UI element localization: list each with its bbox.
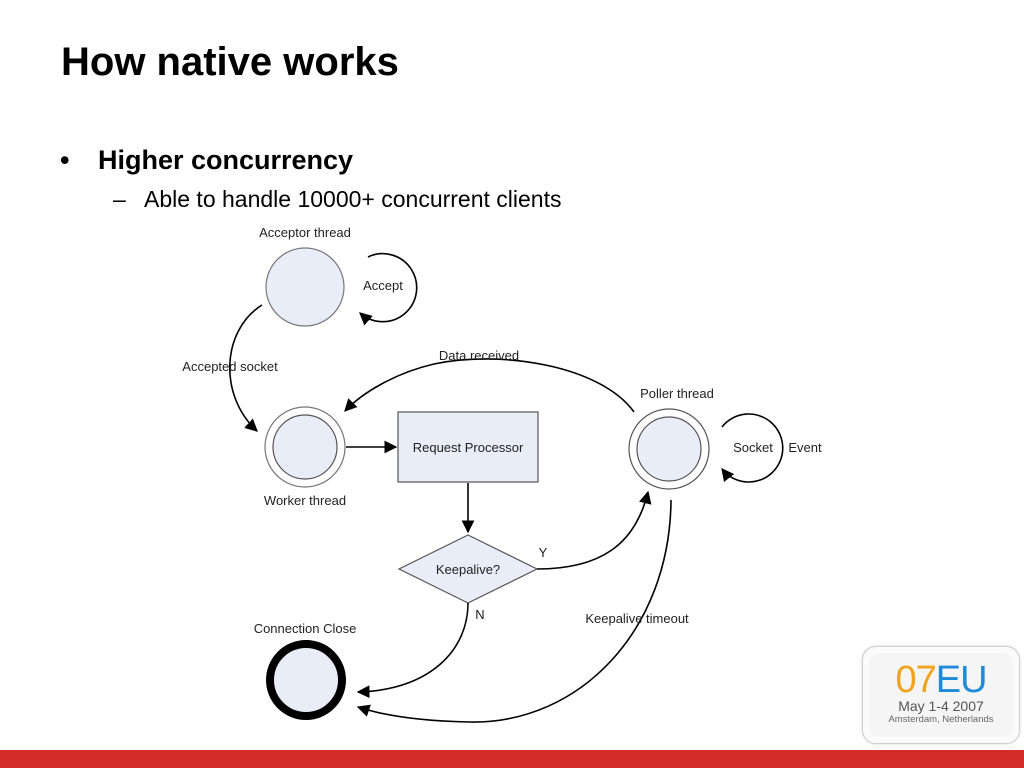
keepalive-timeout-label: Keepalive timeout [585,611,689,626]
connection-close-label: Connection Close [254,621,357,636]
conference-logo-inner: 07EU May 1-4 2007 Amsterdam, Netherlands [869,653,1013,737]
poller-thread-label: Poller thread [640,386,714,401]
acceptor-thread-label: Acceptor thread [259,225,351,240]
conference-logo-mark: 07EU [869,661,1013,699]
worker-thread-node [272,414,338,480]
accept-loop-label: Accept [363,278,403,293]
poller-thread-node [636,416,702,482]
socket-event-loop-arrow [721,413,784,483]
bullet-item: • Higher concurrency [60,145,353,176]
yes-label: Y [539,545,548,560]
request-processor-label: Request Processor [413,440,524,455]
socket-event-label-event: Event [788,440,822,455]
accept-loop-arrow [359,252,418,326]
sub-bullet-item: –Able to handle 10000+ concurrent client… [113,186,561,213]
logo-mark-07: 07 [895,659,936,701]
slide-title: How native works [61,40,399,84]
connection-close-node [266,640,346,720]
accepted-socket-label: Accepted socket [182,359,278,374]
keepalive-no-arrow [356,602,469,699]
keepalive-timeout-arrow [356,499,672,723]
logo-mark-eu: EU [935,659,988,701]
request-processor-box [397,411,539,483]
sub-bullet-text: Able to handle 10000+ concurrent clients [144,186,562,212]
bullet-text: Higher concurrency [98,145,354,175]
conference-place: Amsterdam, Netherlands [888,714,994,725]
conference-logo: 07EU May 1-4 2007 Amsterdam, Netherlands [862,646,1020,744]
data-received-label: Data received [439,348,519,363]
keepalive-label: Keepalive? [436,562,500,577]
sub-bullet-dash: – [113,186,126,212]
no-label: N [475,607,484,622]
accepted-socket-arrow [228,304,263,432]
conference-date: May 1-4 2007 [898,698,984,714]
data-received-arrow [344,358,635,413]
acceptor-thread-node [265,247,345,327]
footer-bar [0,750,1024,768]
bullet-dot: • [60,145,70,175]
keepalive-yes-arrow [536,490,652,570]
worker-thread-label: Worker thread [264,493,346,508]
socket-event-label-socket: Socket [733,440,773,455]
